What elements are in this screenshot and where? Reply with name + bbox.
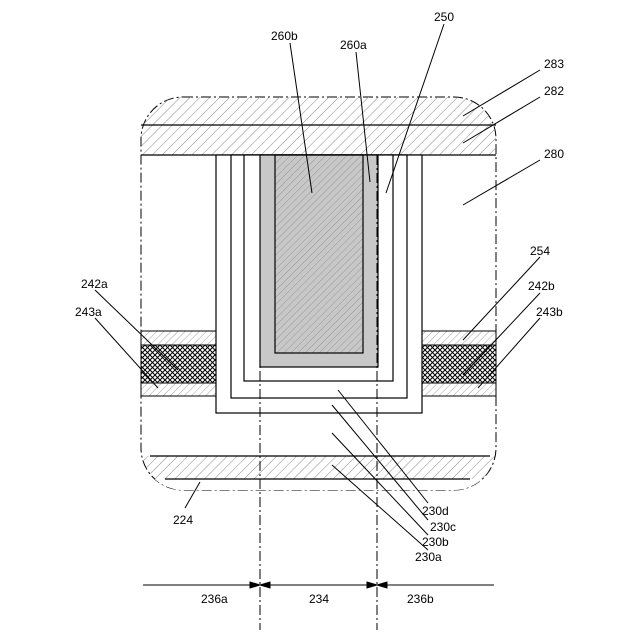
layer-254-right: [422, 331, 496, 345]
label-280: 280: [544, 147, 564, 161]
layer-254-left: [141, 331, 216, 345]
layer-283: [130, 97, 510, 125]
layer-282: [130, 125, 510, 155]
label-230b: 230b: [422, 535, 449, 549]
conductor-260b: [275, 155, 363, 353]
substrate-area: [130, 479, 510, 494]
label-236b: 236b: [407, 592, 434, 606]
conductor-242b: [422, 345, 496, 383]
label-230c: 230c: [430, 520, 456, 534]
label-230a: 230a: [415, 550, 442, 564]
layer-224: [130, 456, 510, 479]
conductor-242a: [141, 345, 216, 383]
label-260a: 260a: [340, 38, 367, 52]
label-243b: 243b: [536, 305, 563, 319]
label-230d: 230d: [422, 504, 449, 518]
label-234: 234: [309, 592, 329, 606]
label-242a: 242a: [81, 277, 108, 291]
label-250: 250: [434, 10, 454, 24]
label-260b: 260b: [271, 29, 298, 43]
dimension-line: [143, 582, 494, 588]
label-224: 224: [173, 513, 193, 527]
layer-243a: [141, 383, 216, 396]
label-254: 254: [530, 244, 550, 258]
label-243a: 243a: [75, 305, 102, 319]
label-283: 283: [544, 57, 564, 71]
label-236a: 236a: [201, 592, 228, 606]
label-282: 282: [544, 84, 564, 98]
layer-243b: [422, 383, 496, 396]
label-242b: 242b: [528, 279, 555, 293]
